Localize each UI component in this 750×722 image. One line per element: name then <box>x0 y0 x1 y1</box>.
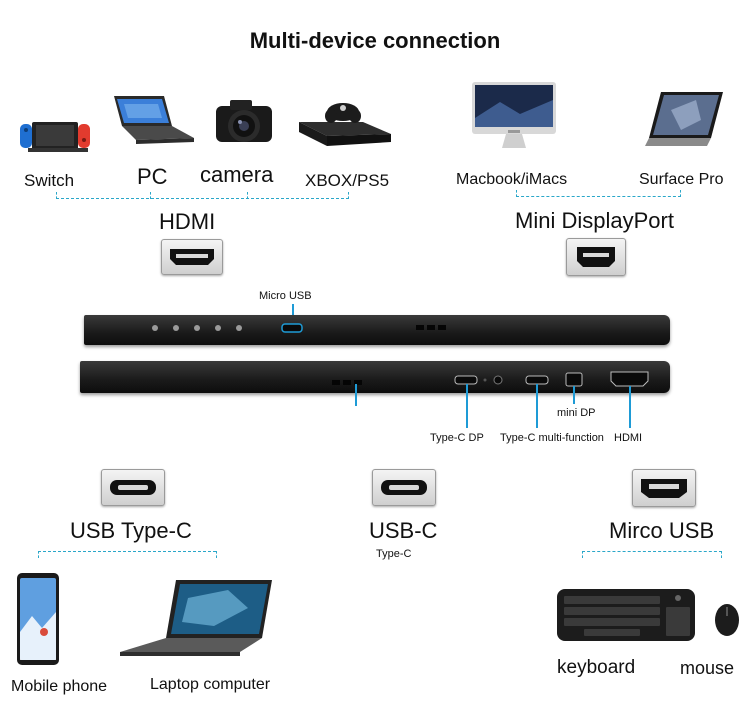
usb-c-port-icon <box>372 469 436 506</box>
port-label-mini-dp: mini DP <box>557 407 596 419</box>
type-c-multi-pointer-line <box>536 384 538 428</box>
mouse-image <box>714 603 740 637</box>
hdmi-bracket-tick <box>348 192 349 199</box>
device-label-mobile-phone: Mobile phone <box>11 678 108 695</box>
usb-type-c-port-icon <box>101 469 165 506</box>
mdp-bracket-tick <box>680 190 681 197</box>
usb-c-group-label: USB-C <box>369 518 438 543</box>
camera-image <box>214 96 276 146</box>
surface-pro-image <box>641 90 725 150</box>
page-title: Multi-device connection <box>249 28 501 53</box>
device-label-pc: PC <box>137 164 168 189</box>
hdmi-bracket-tick <box>150 192 151 199</box>
laptop-computer-image <box>118 578 278 658</box>
usb-type-c-group-label: USB Type-C <box>70 518 192 543</box>
micro-usb-bracket-tick <box>721 551 722 558</box>
mini-displayport-icon <box>566 238 626 276</box>
device-label-macbook-imacs: Macbook/iMacs <box>456 171 568 188</box>
mdp-bracket-tick <box>516 190 517 197</box>
mini-dp-pointer-line <box>573 386 575 404</box>
monitor-top-edge <box>84 315 670 345</box>
port-label-type-c-dp: Type-C DP <box>430 432 484 444</box>
micro-usb-port-icon <box>632 469 696 507</box>
port-label-hdmi: HDMI <box>614 432 643 444</box>
device-label-xbox-ps5: XBOX/PS5 <box>305 171 390 190</box>
micro-usb-bracket-line <box>582 551 722 552</box>
port-label-type-c-multi: Type-C multi-function <box>500 432 604 444</box>
hdmi-bracket-line <box>56 198 349 199</box>
monitor-side-edge <box>80 361 670 393</box>
hdmi-bracket-tick <box>247 192 248 199</box>
type-c-dp-pointer-line <box>466 384 468 428</box>
micro-usb-top-label: Micro USB <box>259 290 312 302</box>
imac-image <box>470 80 558 152</box>
mdp-bracket-line <box>516 196 681 197</box>
mdp-group-label: Mini DisplayPort <box>515 208 674 233</box>
pc-laptop-image <box>106 92 196 148</box>
usb-type-c-bracket-line <box>38 551 216 552</box>
switch-console-image <box>18 116 96 156</box>
micro-usb-bracket-tick <box>582 551 583 558</box>
device-label-camera: camera <box>200 162 274 187</box>
hdmi-side-pointer-line <box>629 386 631 428</box>
usb-c-sub-label: Type-C <box>376 548 412 560</box>
usb-c-pointer-line <box>355 384 357 406</box>
hdmi-bracket-tick <box>56 192 57 199</box>
device-label-switch: Switch <box>24 171 75 190</box>
device-label-surface-pro: Surface Pro <box>639 171 724 188</box>
usb-type-c-bracket-tick <box>38 551 39 558</box>
xbox-console-image <box>297 96 393 150</box>
keyboard-image <box>556 588 696 642</box>
device-label-keyboard: keyboard <box>557 657 636 678</box>
mobile-phone-image <box>16 572 60 666</box>
usb-type-c-bracket-tick <box>216 551 217 558</box>
device-label-mouse: mouse <box>680 658 735 678</box>
hdmi-port-icon <box>161 239 223 275</box>
hdmi-group-label: HDMI <box>159 209 216 234</box>
device-label-laptop-computer: Laptop computer <box>150 676 271 693</box>
micro-usb-group-label: Mirco USB <box>609 518 715 543</box>
